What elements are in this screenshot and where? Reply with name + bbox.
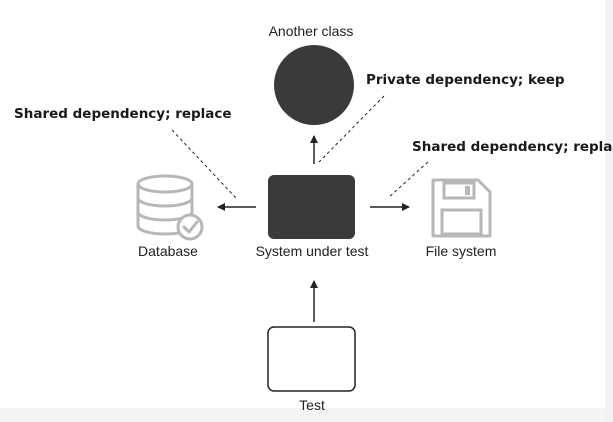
private-dependency-annotation: Private dependency; keep — [366, 72, 565, 88]
system-under-test-node — [268, 175, 355, 239]
shared-dependency-right-annotation: Shared dependency; replace — [412, 139, 613, 155]
page-bottom-strip — [0, 408, 613, 422]
shared-dependency-left-annotation: Shared dependency; replace — [14, 106, 232, 122]
system-under-test-label: System under test — [256, 243, 369, 259]
file-system-label: File system — [426, 243, 497, 259]
test-label: Test — [299, 397, 325, 413]
database-check-icon — [136, 174, 204, 241]
test-node — [267, 326, 356, 392]
shared-dependency-right-leader — [387, 161, 429, 199]
another-class-node — [274, 45, 354, 125]
page-edge-strip — [605, 0, 613, 422]
floppy-disk-icon — [431, 178, 492, 238]
another-class-label: Another class — [269, 23, 354, 39]
database-label: Database — [138, 243, 198, 259]
